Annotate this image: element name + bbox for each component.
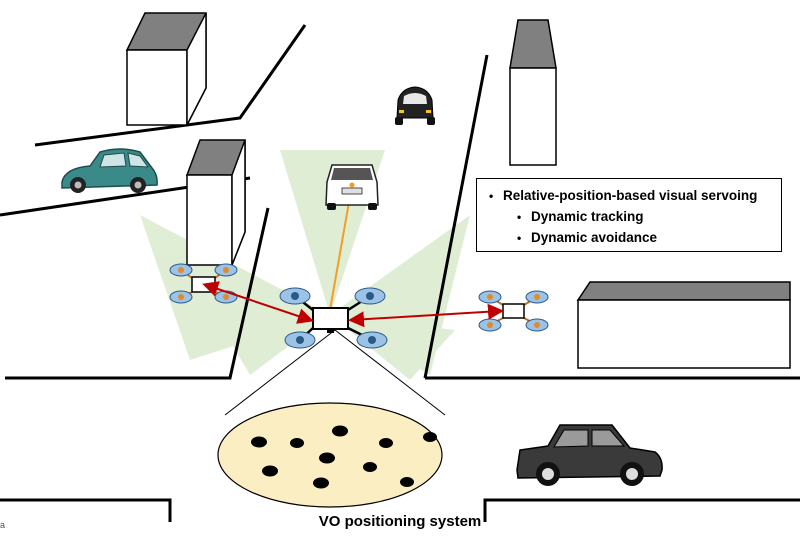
black-car-top-icon: [395, 86, 435, 125]
caption: VO positioning system: [318, 513, 482, 530]
white-car-icon: [325, 164, 379, 210]
vo-projection-line-left: [224, 329, 336, 416]
legend-title: Relative-position-based visual servoing: [503, 188, 758, 203]
legend-title-row: • Relative-position-based visual servoin…: [485, 185, 773, 206]
legend-item-avoidance: Dynamic avoidance: [531, 230, 658, 245]
vo-projection-line-right: [334, 329, 446, 416]
bullet-icon: •: [517, 209, 522, 224]
legend-box: • Relative-position-based visual servoin…: [476, 178, 782, 252]
ground-pattern-icon: [217, 402, 443, 508]
road-lines: [0, 24, 800, 522]
building-middle-left: [185, 139, 246, 266]
bullet-icon: •: [517, 230, 522, 245]
bullet-icon: •: [489, 188, 494, 203]
avoidance-arrow-right: [348, 303, 504, 328]
teal-car-icon: [61, 148, 158, 193]
corner-mark: a: [0, 520, 6, 530]
building-top-right: [509, 19, 557, 166]
avoidance-arrow-left: [202, 281, 314, 324]
black-car-bottom-icon: [516, 424, 663, 486]
legend-item-row: • Dynamic avoidance: [485, 227, 773, 248]
legend-item-row: • Dynamic tracking: [485, 206, 773, 227]
building-top-left: [125, 12, 207, 126]
building-right: [576, 281, 791, 369]
tracking-line: [329, 184, 353, 311]
legend-item-tracking: Dynamic tracking: [531, 209, 644, 224]
